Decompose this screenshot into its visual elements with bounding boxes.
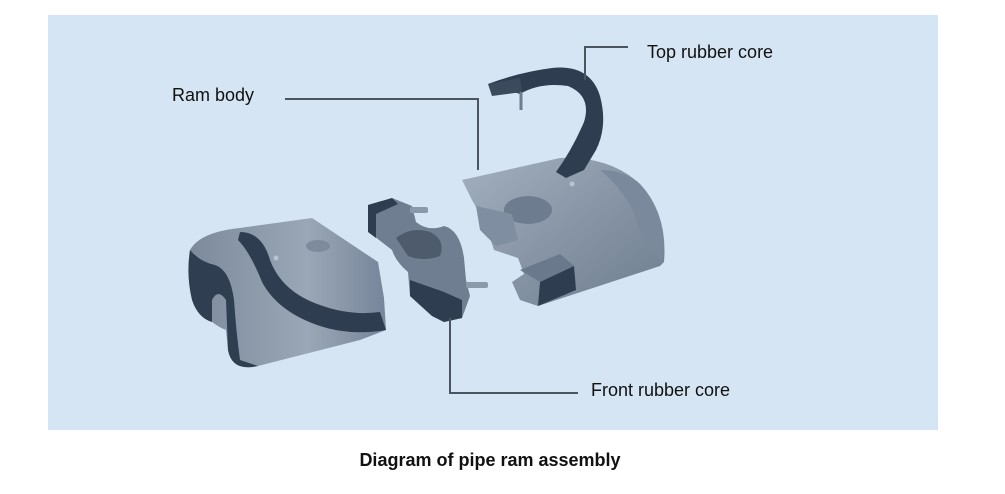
label-ram-body: Ram body — [172, 85, 255, 105]
guide-pin — [410, 207, 428, 213]
leader-line-ram-body — [285, 98, 479, 170]
top-rubber-core-part — [488, 67, 604, 178]
left-ram-body — [188, 218, 386, 368]
left-rubber-seal — [238, 232, 386, 333]
leader-line-front-rubber-core — [449, 318, 578, 394]
label-top-rubber-core: Top rubber core — [647, 42, 774, 62]
leader-lines — [285, 46, 628, 394]
diagram-caption: Diagram of pipe ram assembly — [359, 450, 621, 470]
label-front-rubber-core: Front rubber core — [591, 380, 731, 400]
pipe-cavity — [504, 196, 552, 224]
left-ram-body-end — [188, 250, 258, 368]
top-rubber-core-arch — [488, 67, 604, 178]
front-rubber-core-part — [368, 198, 488, 322]
guide-pin — [466, 282, 488, 288]
front-rubber-core-body — [368, 198, 470, 322]
right-ram-body — [462, 157, 665, 306]
right-ram-body-shell — [462, 157, 665, 306]
leader-line-top-rubber-core — [584, 46, 628, 80]
